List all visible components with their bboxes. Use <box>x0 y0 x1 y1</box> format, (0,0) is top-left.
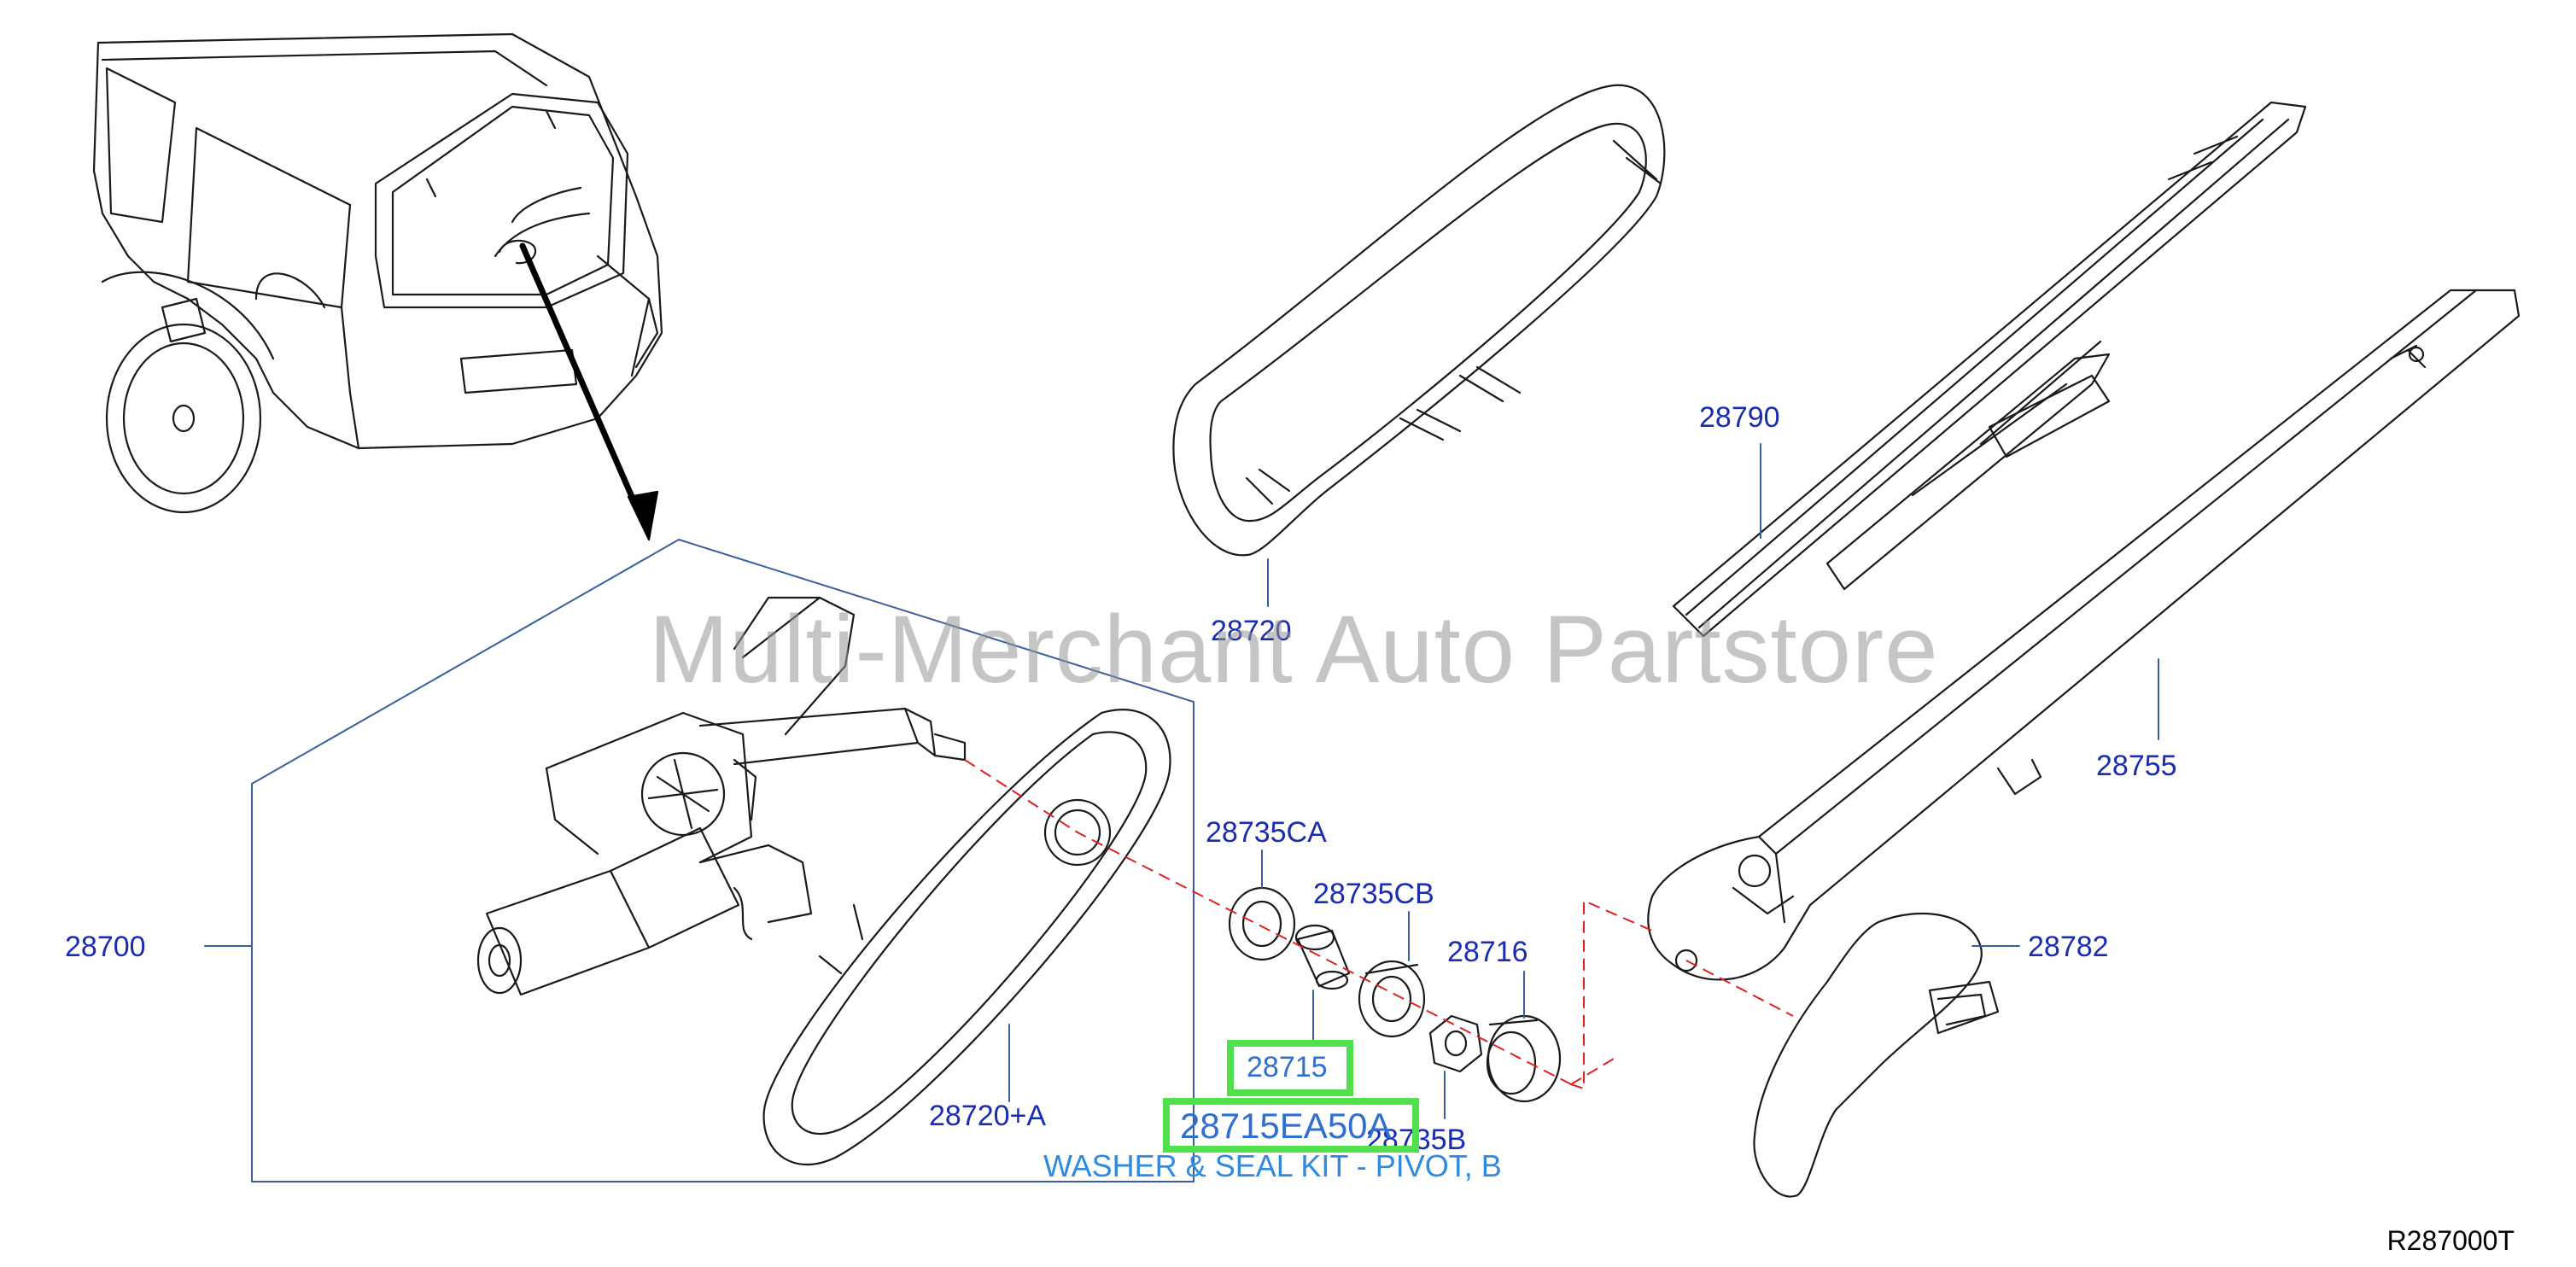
motor-assembly-frame <box>204 539 1195 1182</box>
vehicle-illustration <box>92 32 663 514</box>
bushing-28715 <box>1294 924 1351 990</box>
diagram-reference-code: R287000T <box>2386 1225 2515 1256</box>
washer-28735CA <box>1228 886 1296 961</box>
arm-cap <box>1753 912 2000 1198</box>
cap-28716 <box>1486 1014 1562 1103</box>
label-28716[interactable]: 28716 <box>1447 936 1528 968</box>
highlight-box-full-part <box>1163 1098 1419 1153</box>
seal-28735CB <box>1358 960 1426 1038</box>
label-28720[interactable]: 28720 <box>1211 615 1292 647</box>
nut-28735B <box>1428 1014 1483 1073</box>
wiper-arm <box>1647 289 2521 981</box>
watermark: Multi-Merchant Auto Partstore <box>649 596 1939 703</box>
label-28782[interactable]: 28782 <box>2028 931 2109 963</box>
wiper-blade <box>1672 101 2307 638</box>
highlighted-full-part-number[interactable]: 28715EA50A <box>1180 1106 1392 1146</box>
label-28790[interactable]: 28790 <box>1699 401 1780 434</box>
label-28735CA[interactable]: 28735CA <box>1206 816 1327 849</box>
inner-cover <box>762 709 1171 1166</box>
wiper-motor <box>476 596 967 996</box>
outer-cover <box>1172 84 1666 557</box>
highlight-box-part <box>1227 1040 1353 1096</box>
detail-arrow <box>519 242 659 541</box>
assembly-axis <box>964 759 1794 1090</box>
label-28700[interactable]: 28700 <box>65 931 146 963</box>
part-description: WASHER & SEAL KIT - PIVOT, B <box>1043 1148 1502 1183</box>
label-28755[interactable]: 28755 <box>2096 750 2177 782</box>
highlighted-part-number[interactable]: 28715 <box>1247 1051 1328 1083</box>
label-28735CB[interactable]: 28735CB <box>1313 878 1434 910</box>
label-28720A[interactable]: 28720+A <box>929 1100 1047 1132</box>
